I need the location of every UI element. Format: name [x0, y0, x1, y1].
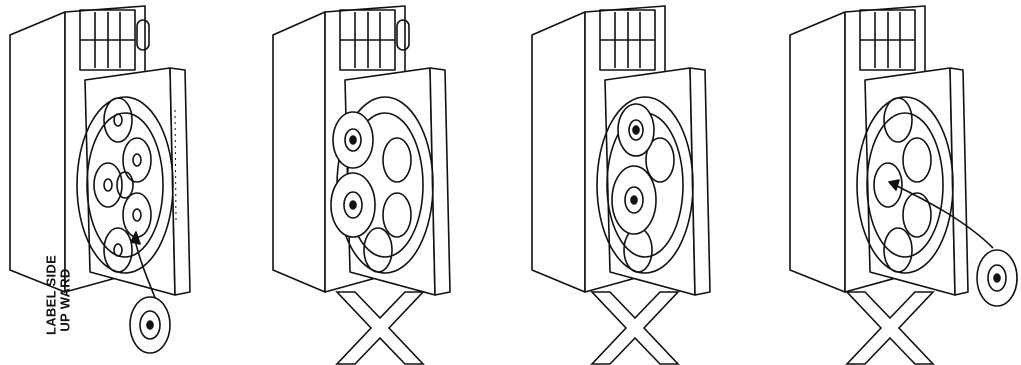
- panel-discs-in-trays: [510, 0, 765, 365]
- label-side-up-text: LABEL SIDE UP WARD: [44, 265, 71, 335]
- panel-correct-loading: LABEL SIDE UP WARD: [0, 0, 255, 365]
- panel-two-discs-stacked: [255, 0, 510, 365]
- cd-changer-illustration-2: [255, 0, 510, 365]
- cd-changer-illustration-1: [0, 0, 255, 365]
- label-line-2: UP WARD: [58, 265, 72, 335]
- panel-disc-into-center: [765, 0, 1020, 365]
- cd-changer-illustration-3: [510, 0, 765, 365]
- cross-mark-icon: [592, 292, 678, 364]
- label-line-1: LABEL SIDE: [44, 265, 58, 335]
- cd-changer-illustration-4: [765, 0, 1020, 365]
- cross-mark-icon: [847, 292, 933, 364]
- cross-mark-icon: [337, 292, 423, 364]
